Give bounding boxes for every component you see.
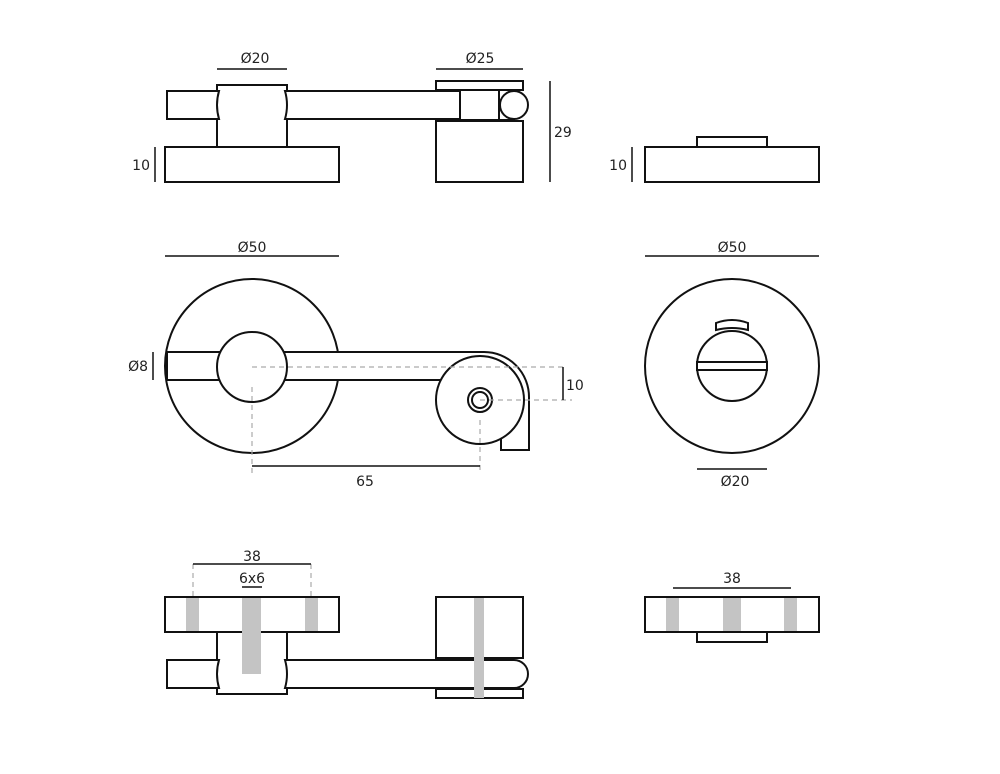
dim-label-rose-dia-front: Ø50 bbox=[238, 240, 267, 256]
dim-label-rose-dia-right: Ø50 bbox=[718, 240, 747, 256]
top-right-rose-side: 10 bbox=[609, 136, 820, 183]
dim-label-thickness: 10 bbox=[132, 158, 150, 174]
dim-label-thickness-right: 10 bbox=[609, 158, 627, 174]
dim-label-offset: 10 bbox=[566, 378, 584, 394]
middle-right-rose-front: Ø50 Ø20 bbox=[644, 240, 820, 490]
dim-label-knob-dia: Ø20 bbox=[721, 474, 750, 490]
turn-spindle-inner bbox=[471, 391, 489, 409]
rose-outline-right bbox=[644, 278, 820, 454]
dim-label-spindle-size: 6x6 bbox=[239, 571, 265, 587]
spindle-square bbox=[242, 598, 261, 674]
rose-neck bbox=[216, 84, 288, 148]
turn-body bbox=[435, 120, 524, 183]
lever-hinge bbox=[459, 89, 501, 121]
fixing-screw-right bbox=[305, 598, 318, 631]
lever-stub-plan bbox=[166, 659, 221, 689]
rose-knob-stub-plan bbox=[696, 631, 768, 643]
dim-label-height: 29 bbox=[554, 125, 572, 141]
dim-label-fixing-spacing-right: 38 bbox=[723, 571, 741, 587]
rose-plate-right bbox=[644, 146, 820, 183]
lever-tip-circle bbox=[499, 90, 529, 120]
fixing-screw-right-right bbox=[784, 598, 797, 631]
turn-cap bbox=[435, 80, 524, 91]
lever-stub-front bbox=[166, 351, 221, 381]
bottom-plan-view: 38 6x6 bbox=[164, 549, 529, 699]
dim-label-center-distance: 65 bbox=[356, 474, 374, 490]
emergency-slot bbox=[696, 361, 768, 371]
spindle-square-right bbox=[723, 598, 741, 631]
top-side-elevation: Ø20 Ø25 29 10 bbox=[132, 51, 572, 183]
lever-stub bbox=[166, 90, 221, 120]
dim-label-rose-dia: Ø20 bbox=[241, 51, 270, 67]
indicator-window bbox=[715, 319, 749, 332]
fixing-screw-left bbox=[186, 598, 199, 631]
rose-plate bbox=[164, 146, 340, 183]
bottom-right-rose-plan: 38 bbox=[644, 571, 820, 643]
dim-label-pin-dia: Ø25 bbox=[466, 51, 495, 67]
fixing-screw-left-right bbox=[666, 598, 679, 631]
dim-label-lever-dia: Ø8 bbox=[128, 359, 148, 375]
lever-bar-plan bbox=[283, 659, 529, 689]
dim-label-fixing-spacing: 38 bbox=[243, 549, 261, 565]
rose-knob-stub bbox=[696, 136, 768, 148]
lever-bar bbox=[283, 90, 461, 120]
middle-front-view: Ø50 Ø8 10 65 bbox=[128, 240, 584, 490]
turn-spindle-plan bbox=[474, 598, 484, 698]
